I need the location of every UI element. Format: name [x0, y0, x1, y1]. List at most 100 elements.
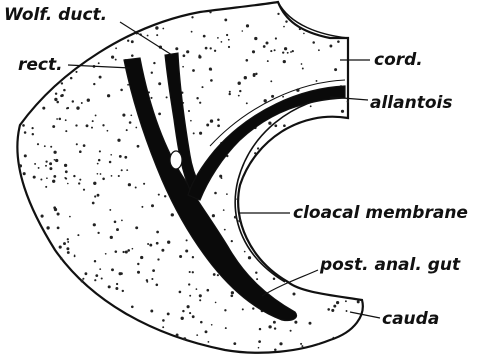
stipple-dot: [151, 72, 153, 74]
stipple-dot: [141, 206, 143, 208]
stipple-dot: [57, 212, 60, 215]
stipple-dot: [74, 255, 76, 257]
stipple-dot: [229, 91, 231, 93]
stipple-dot: [303, 33, 305, 35]
label-wolf-duct: Wolf. duct.: [4, 5, 107, 25]
stipple-dot: [42, 107, 45, 110]
stipple-dot: [117, 139, 120, 142]
stipple-dot: [188, 110, 190, 112]
stipple-dot: [164, 195, 166, 197]
stipple-dot: [60, 94, 63, 97]
stipple-dot: [279, 342, 282, 345]
stipple-dot: [259, 328, 261, 330]
stipple-dot: [151, 278, 153, 280]
stipple-dot: [156, 284, 159, 287]
stipple-dot: [137, 145, 140, 148]
stipple-dot: [246, 24, 249, 27]
stipple-dot: [274, 124, 277, 127]
stipple-dot: [73, 175, 75, 177]
stipple-dot: [254, 37, 257, 40]
stipple-dot: [55, 159, 58, 162]
stipple-dot: [83, 144, 86, 147]
stipple-dot: [115, 287, 118, 290]
label-cord: cord.: [374, 50, 423, 70]
stipple-dot: [120, 89, 123, 92]
stipple-dot: [75, 124, 77, 126]
stipple-dot: [24, 154, 27, 157]
stipple-dot: [252, 307, 254, 309]
stipple-dot: [200, 321, 203, 324]
stipple-dot: [118, 175, 120, 177]
stipple-dot: [67, 241, 69, 243]
stipple-dot: [55, 92, 57, 94]
stipple-dot: [115, 250, 118, 253]
stipple-dot: [357, 300, 360, 303]
stipple-dot: [132, 248, 134, 250]
stipple-dot: [114, 221, 117, 224]
stipple-dot: [137, 271, 140, 274]
stipple-dot: [162, 319, 165, 322]
stipple-dot: [109, 161, 112, 164]
stipple-dot: [94, 260, 96, 262]
stipple-dot: [46, 177, 48, 179]
stipple-dot: [158, 82, 161, 85]
stipple-dot: [214, 50, 216, 52]
stipple-dot: [156, 231, 159, 234]
stipple-dot: [345, 300, 347, 302]
stipple-dot: [244, 251, 246, 253]
stipple-dot: [193, 132, 195, 134]
stipple-dot: [187, 305, 190, 308]
stipple-dot: [223, 209, 225, 211]
stipple-dot: [127, 249, 130, 252]
stipple-dot: [199, 299, 201, 301]
stipple-dot: [254, 152, 256, 154]
stipple-dot: [111, 175, 113, 177]
stipple-dot: [292, 292, 295, 295]
stipple-dot: [56, 118, 58, 120]
stipple-dot: [111, 56, 114, 59]
stipple-dot: [97, 194, 100, 197]
stipple-dot: [126, 169, 128, 171]
stipple-dot: [331, 309, 334, 312]
stipple-dot: [346, 310, 348, 312]
stipple-dot: [131, 40, 134, 43]
stipple-dot: [76, 106, 79, 109]
stipple-dot: [312, 41, 315, 44]
stipple-dot: [94, 279, 96, 281]
stipple-dot: [91, 127, 93, 129]
stipple-dot: [121, 220, 123, 222]
stipple-dot: [242, 30, 244, 32]
stipple-dot: [54, 159, 56, 161]
stipple-dot: [309, 322, 312, 325]
stipple-dot: [192, 69, 195, 72]
stipple-dot: [135, 127, 137, 129]
stipple-dot: [253, 73, 256, 76]
stipple-dot: [270, 50, 272, 52]
stipple-dot: [274, 327, 276, 329]
stipple-dot: [267, 60, 269, 62]
stipple-dot: [146, 279, 148, 281]
label-rect: rect.: [18, 55, 63, 75]
stipple-dot: [147, 243, 149, 245]
stipple-dot: [147, 35, 149, 37]
stipple-dot: [63, 89, 66, 92]
stipple-dot: [152, 269, 155, 272]
stipple-dot: [97, 163, 99, 165]
stipple-dot: [131, 54, 134, 57]
stipple-dot: [209, 11, 211, 13]
stipple-dot: [333, 305, 336, 308]
stipple-dot: [92, 120, 94, 122]
stipple-dot: [46, 226, 49, 229]
stipple-dot: [93, 83, 95, 85]
stipple-dot: [110, 236, 113, 239]
stipple-dot: [167, 312, 170, 315]
stipple-dot: [65, 119, 67, 121]
stipple-dot: [130, 114, 132, 116]
stipple-dot: [22, 124, 25, 127]
stipple-dot: [102, 178, 105, 181]
stipple-dot: [235, 198, 237, 200]
stipple-dot: [290, 330, 292, 332]
stipple-dot: [233, 342, 236, 345]
